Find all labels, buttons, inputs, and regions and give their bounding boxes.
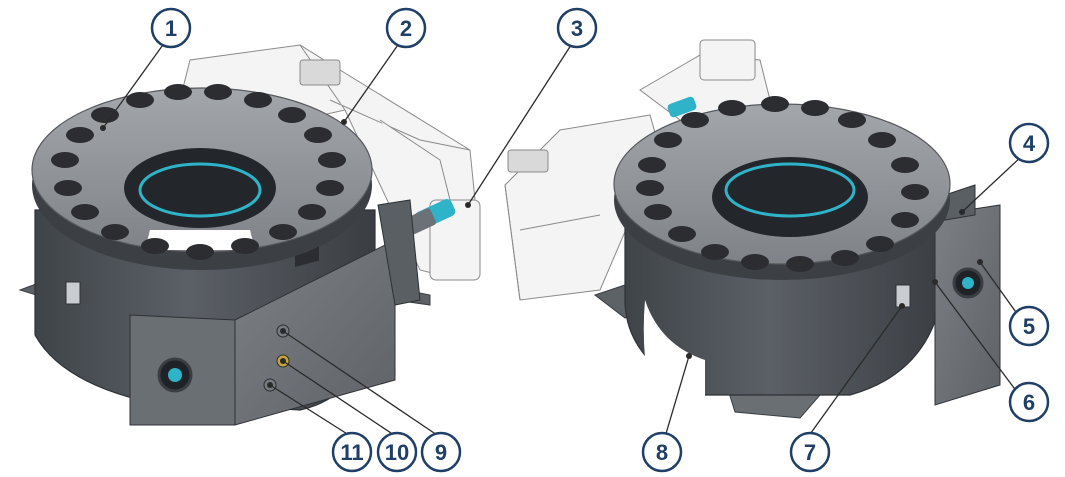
leader-6-dot <box>932 279 938 285</box>
leader-2 <box>343 41 401 123</box>
callout-9-label: 9 <box>435 440 447 465</box>
leader-8-dot <box>686 353 692 359</box>
callout-5-label: 5 <box>1023 314 1035 339</box>
callout-11-label: 11 <box>340 440 363 465</box>
left-bore-opening <box>145 230 255 250</box>
callout-6-label: 6 <box>1023 390 1035 415</box>
callout-6: 6 <box>1008 381 1050 423</box>
callout-10-label: 10 <box>385 440 409 465</box>
callout-11: 11 <box>331 431 373 473</box>
leader-6 <box>934 281 1024 401</box>
right-shaft-accent <box>962 277 974 289</box>
callout-4: 4 <box>1008 122 1050 164</box>
leader-2-dot <box>341 119 347 125</box>
right-side-plate <box>934 204 1001 406</box>
left-shaft-accent <box>168 368 182 382</box>
leader-10 <box>282 360 398 438</box>
callout-8-label: 8 <box>656 440 668 465</box>
left-assembly <box>18 44 481 426</box>
callout-5: 5 <box>1008 305 1050 347</box>
right-coupling <box>667 96 697 118</box>
right-center-bore <box>712 157 868 237</box>
callout-4-label: 4 <box>1023 131 1036 156</box>
leader-7 <box>807 305 903 438</box>
leader-9 <box>282 330 441 438</box>
leader-3-dot <box>465 202 471 208</box>
leader-9-dot <box>280 328 286 334</box>
left-latch <box>65 281 81 305</box>
leader-7-dot <box>899 303 905 309</box>
left-center-bore <box>124 148 276 228</box>
leader-3 <box>467 41 574 206</box>
leader-1-dot <box>100 125 106 131</box>
callout-3-label: 3 <box>571 16 583 41</box>
right-bore-ring <box>724 162 856 218</box>
left-bore-ring <box>138 162 262 218</box>
callout-10: 10 <box>376 431 418 473</box>
leader-8 <box>664 355 690 438</box>
right-plate-holes <box>636 96 929 272</box>
leader-5-dot <box>977 259 983 265</box>
leader-11-dot <box>267 382 273 388</box>
leader-4-dot <box>959 209 965 215</box>
leader-1 <box>102 41 166 129</box>
callout-2: 2 <box>385 7 427 49</box>
callout-7: 7 <box>789 431 831 473</box>
right-arch-cutout <box>643 300 705 410</box>
right-assembly <box>504 39 1001 419</box>
callout-3: 3 <box>556 7 598 49</box>
callout-2-label: 2 <box>400 16 412 41</box>
left-pedestal <box>377 199 421 306</box>
leader-10-dot <box>280 358 286 364</box>
callout-7-label: 7 <box>804 440 816 465</box>
callout-1: 1 <box>150 7 192 49</box>
callout-9: 9 <box>420 431 462 473</box>
leader-lines <box>100 41 1024 438</box>
callout-1-label: 1 <box>165 16 177 41</box>
callout-8: 8 <box>641 431 683 473</box>
left-plate-holes <box>51 84 346 260</box>
leader-4 <box>961 154 1024 213</box>
leader-11 <box>269 384 353 438</box>
